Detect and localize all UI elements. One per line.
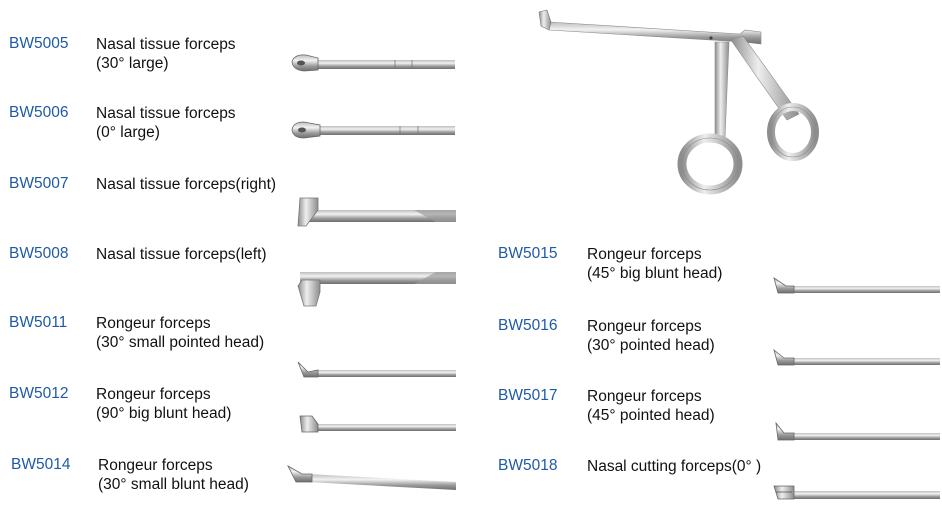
product-name: Rongeur forceps (98, 457, 213, 474)
product-code: BW5011 (9, 314, 68, 331)
product-code: BW5008 (9, 245, 69, 262)
product-name: Nasal tissue forceps (96, 36, 236, 53)
rongeur-45-pointed-image (775, 421, 940, 441)
product-code: BW5005 (9, 35, 69, 52)
product-spec: (90° big blunt head) (96, 405, 232, 422)
product-spec: (45° big blunt head) (587, 265, 723, 282)
product-code: BW5012 (9, 385, 69, 402)
product-name: Nasal tissue forceps (96, 105, 236, 122)
product-code: BW5017 (498, 387, 558, 404)
product-code: BW5014 (11, 456, 71, 473)
product-name: Rongeur forceps (96, 315, 211, 332)
product-name: Rongeur forceps (587, 388, 702, 405)
product-name: Rongeur forceps (96, 386, 211, 403)
forceps-right-image (297, 197, 456, 227)
product-code: BW5015 (498, 245, 558, 262)
product-spec: (30° small pointed head) (96, 334, 265, 351)
forceps-0-large-image (291, 121, 455, 139)
forceps-left-image (297, 272, 456, 307)
rongeur-30-pointed-image (773, 348, 940, 366)
product-spec: (30° pointed head) (587, 337, 715, 354)
product-code: BW5007 (9, 175, 69, 192)
product-code: BW5018 (498, 457, 558, 474)
product-spec: (30° small blunt head) (98, 476, 249, 493)
rongeur-45-big-blunt-image (773, 277, 940, 294)
full-forceps-illustration (538, 9, 819, 195)
cutting-forceps-0-image (773, 485, 940, 500)
product-code: BW5006 (9, 104, 69, 121)
product-code: BW5016 (498, 317, 558, 334)
rongeur-90-big-blunt-image (299, 415, 456, 433)
rongeur-30-small-blunt-image (287, 464, 456, 490)
forceps-30-large-image (291, 54, 455, 72)
product-name: Nasal tissue forceps(right) (96, 176, 277, 193)
product-spec: (30° large) (96, 55, 169, 72)
product-name: Nasal cutting forceps(0° ) (587, 458, 762, 475)
product-spec: (0° large) (96, 124, 160, 141)
product-name: Rongeur forceps (587, 246, 702, 263)
product-name: Rongeur forceps (587, 318, 702, 335)
product-spec: (45° pointed head) (587, 407, 715, 424)
rongeur-30-small-pointed-image (297, 361, 456, 378)
product-name: Nasal tissue forceps(left) (96, 246, 267, 263)
